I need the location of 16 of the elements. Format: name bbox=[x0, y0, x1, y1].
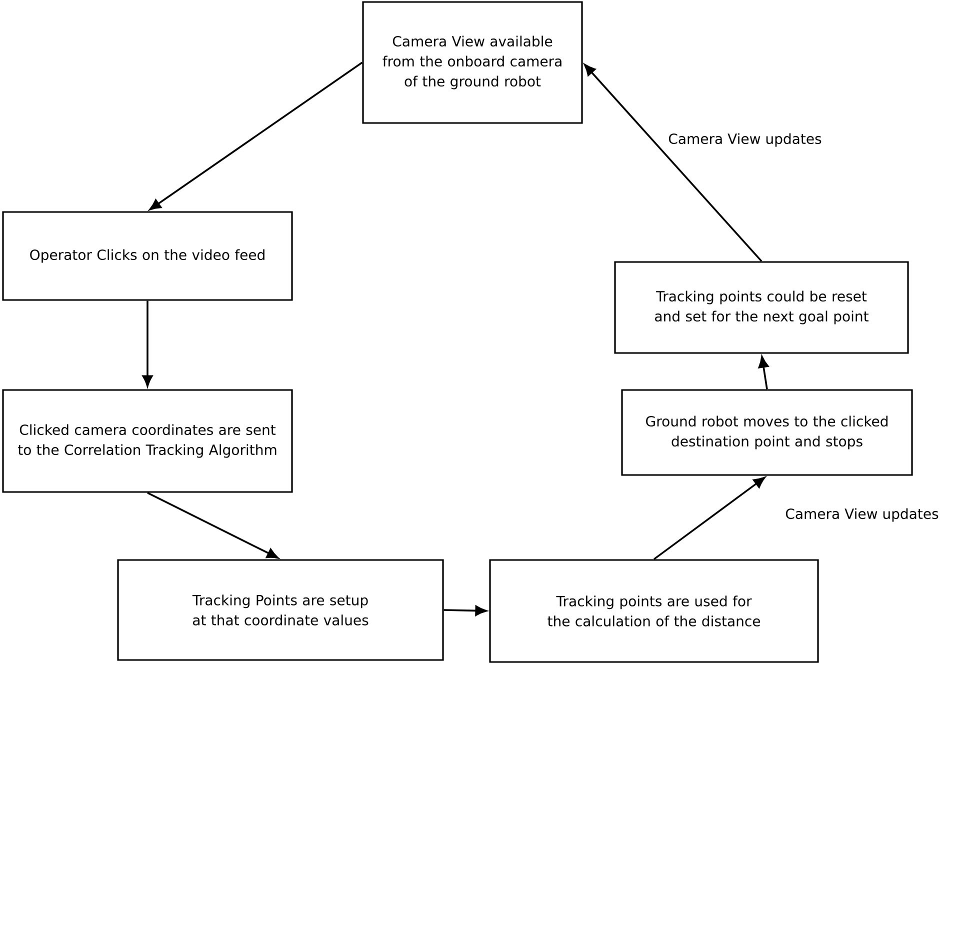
arrow bbox=[653, 476, 766, 560]
edge-label: Camera View updates bbox=[783, 506, 941, 524]
process-box: Clicked camera coordinates are sent to the Correlation Tracking Algorithm bbox=[2, 389, 293, 493]
process-box: Tracking Points are setup at that coordinate values bbox=[117, 559, 444, 661]
process-box: Tracking points are used for the calculation of the distance bbox=[489, 559, 819, 663]
process-box: Ground robot moves to the clicked destination point and stops bbox=[621, 389, 913, 476]
edge-label: Camera View updates bbox=[666, 131, 824, 149]
arrow bbox=[758, 356, 769, 390]
process-box: Tracking points could be reset and set for the next goal point bbox=[614, 261, 909, 354]
process-box: Operator Clicks on the video feed bbox=[2, 211, 293, 301]
arrow bbox=[149, 62, 363, 210]
process-box: Camera View available from the onboard camera of the ground robot bbox=[362, 1, 583, 124]
arrow bbox=[444, 606, 487, 616]
arrow bbox=[147, 492, 278, 559]
arrow bbox=[142, 300, 153, 387]
arrow bbox=[584, 64, 762, 262]
